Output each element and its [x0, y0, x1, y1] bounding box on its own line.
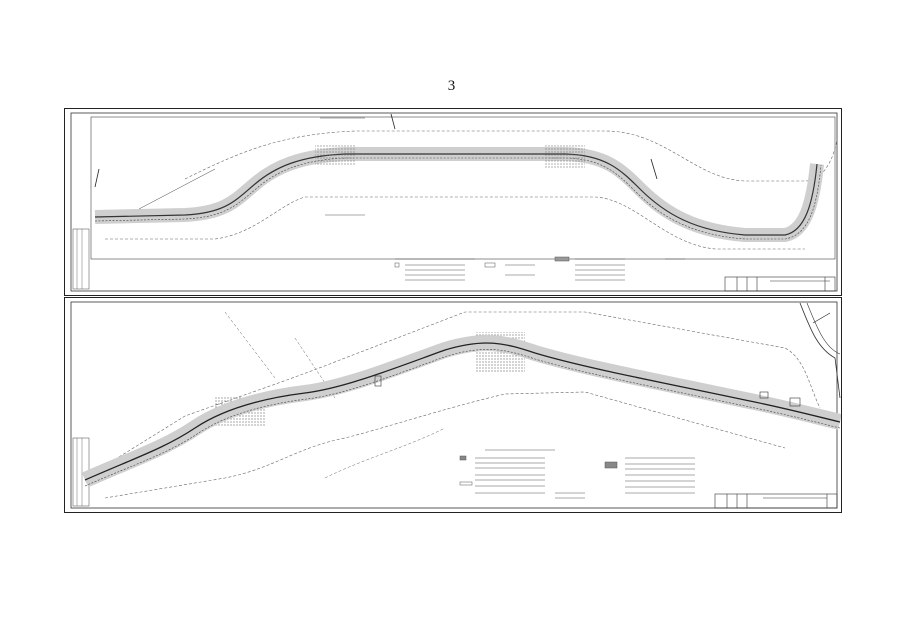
drawing-sheet-1	[64, 108, 842, 296]
drawing-sheet-2	[64, 297, 842, 513]
sheet-1-inner-frame	[70, 112, 838, 292]
sheet-2-road-axis	[84, 342, 841, 481]
page-number: 3	[447, 78, 456, 94]
sheet-2-title-block	[714, 493, 838, 509]
sheet-1-stipple	[315, 145, 585, 169]
sheet-1-legend	[394, 256, 685, 281]
drawing-sheet-2-canvas	[70, 301, 841, 509]
drawing-sheet-1-canvas	[70, 112, 838, 292]
sheet-2-inner-frame	[70, 301, 838, 509]
sheet-2-river-line	[799, 302, 841, 399]
sheet-2-structures	[374, 375, 801, 407]
sheet-1-road-corridor	[94, 147, 824, 242]
sheet-2-lower-boundary	[104, 391, 786, 499]
sheet-1-margin-stamp	[72, 228, 90, 290]
sheet-1-axis-marker	[390, 113, 396, 130]
sheet-1-title-block	[724, 276, 836, 292]
sheet-2-legend	[459, 449, 695, 499]
sheet-1-lower-boundary	[105, 196, 805, 250]
sheet-1-road-axis	[94, 153, 818, 236]
